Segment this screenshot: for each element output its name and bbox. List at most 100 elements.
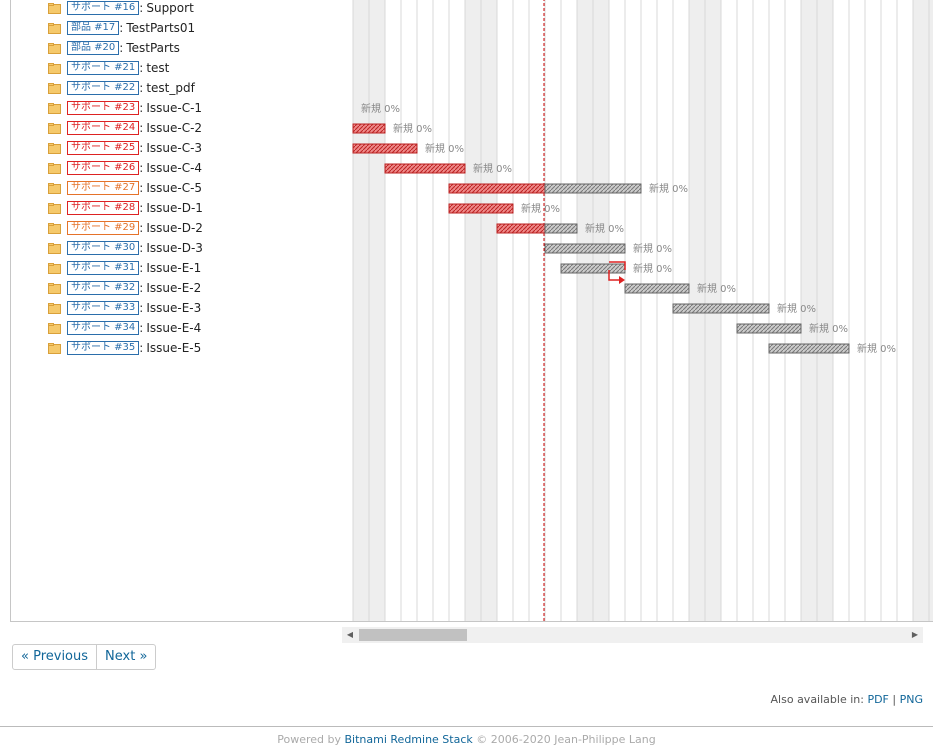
subject-separator: :: [139, 161, 144, 175]
bar-status-label: 新規 0%: [633, 262, 672, 275]
bar-status-label: 新規 0%: [697, 282, 736, 295]
issue-subject[interactable]: Issue-C-2: [146, 121, 203, 135]
tracker-badge[interactable]: サポート #22: [67, 81, 140, 95]
gantt-bar[interactable]: [544, 183, 642, 194]
issue-row[interactable]: サポート #23:Issue-C-1: [48, 98, 202, 118]
tracker-badge[interactable]: 部品 #20: [67, 41, 120, 55]
gantt-bar[interactable]: [560, 263, 626, 274]
tracker-badge[interactable]: サポート #33: [67, 301, 140, 315]
bar-status-label: 新規 0%: [393, 122, 432, 135]
folder-icon: [48, 122, 61, 134]
tracker-badge[interactable]: 部品 #17: [67, 21, 120, 35]
issue-row[interactable]: 部品 #17:TestParts01: [48, 18, 195, 38]
horizontal-scrollbar[interactable]: ◀ ▶: [342, 627, 923, 643]
issue-row[interactable]: サポート #34:Issue-E-4: [48, 318, 201, 338]
subject-separator: :: [139, 321, 144, 335]
issue-subject[interactable]: Issue-D-3: [146, 241, 203, 255]
issue-row[interactable]: サポート #29:Issue-D-2: [48, 218, 203, 238]
gantt-bar[interactable]: [544, 243, 626, 254]
tracker-badge[interactable]: サポート #23: [67, 101, 140, 115]
issue-row[interactable]: サポート #28:Issue-D-1: [48, 198, 203, 218]
scrollbar-thumb[interactable]: [359, 629, 467, 641]
issue-subject[interactable]: test_pdf: [146, 81, 195, 95]
gantt-bar-late[interactable]: [448, 203, 514, 214]
issue-subject[interactable]: Issue-D-2: [146, 221, 203, 235]
gantt-bar[interactable]: [672, 303, 770, 314]
folder-icon: [48, 22, 61, 34]
bar-status-label: 新規 0%: [473, 162, 512, 175]
issue-subject[interactable]: TestParts01: [126, 21, 196, 35]
formats-label: Also available in:: [770, 693, 864, 706]
day-column: [432, 0, 450, 621]
gantt-bar-late[interactable]: [496, 223, 546, 234]
next-button[interactable]: Next »: [96, 645, 155, 669]
issue-row[interactable]: サポート #35:Issue-E-5: [48, 338, 201, 358]
scroll-right-icon[interactable]: ▶: [911, 630, 919, 639]
tracker-badge[interactable]: サポート #30: [67, 241, 140, 255]
day-column: [384, 0, 402, 621]
tracker-badge[interactable]: サポート #27: [67, 181, 140, 195]
issue-row[interactable]: サポート #30:Issue-D-3: [48, 238, 203, 258]
gantt-bar[interactable]: [768, 343, 850, 354]
tracker-badge[interactable]: サポート #35: [67, 341, 140, 355]
issue-row[interactable]: サポート #26:Issue-C-4: [48, 158, 202, 178]
issue-row[interactable]: サポート #32:Issue-E-2: [48, 278, 201, 298]
tracker-badge[interactable]: サポート #31: [67, 261, 140, 275]
issue-row[interactable]: サポート #22:test_pdf: [48, 78, 195, 98]
issue-subject[interactable]: Issue-C-5: [146, 181, 203, 195]
issue-subject[interactable]: Issue-E-4: [146, 321, 202, 335]
issue-row[interactable]: サポート #24:Issue-C-2: [48, 118, 202, 138]
issue-row[interactable]: サポート #16:Support: [48, 0, 194, 18]
subject-separator: :: [139, 141, 144, 155]
gantt-bar-late[interactable]: [352, 123, 386, 134]
previous-button[interactable]: « Previous: [21, 649, 89, 664]
tracker-badge[interactable]: サポート #24: [67, 121, 140, 135]
day-column: [528, 0, 546, 621]
issue-subject[interactable]: Issue-E-5: [146, 341, 202, 355]
issue-subject[interactable]: Support: [146, 1, 194, 15]
tracker-badge[interactable]: サポート #26: [67, 161, 140, 175]
tracker-badge[interactable]: サポート #34: [67, 321, 140, 335]
tracker-badge[interactable]: サポート #28: [67, 201, 140, 215]
issue-subject[interactable]: Issue-C-1: [146, 101, 203, 115]
issue-row[interactable]: 部品 #20:TestParts: [48, 38, 180, 58]
tracker-badge[interactable]: サポート #32: [67, 281, 140, 295]
bar-status-label: 新規 0%: [425, 142, 464, 155]
gantt-bar-late[interactable]: [352, 143, 418, 154]
subject-separator: :: [139, 221, 144, 235]
day-column: [512, 0, 530, 621]
subject-separator: :: [139, 241, 144, 255]
folder-icon: [48, 342, 61, 354]
issue-subject[interactable]: Issue-E-2: [146, 281, 202, 295]
gantt-bar-late[interactable]: [384, 163, 466, 174]
gantt-bar[interactable]: [736, 323, 802, 334]
gantt-bar[interactable]: [544, 223, 578, 234]
tracker-badge[interactable]: サポート #16: [67, 1, 140, 15]
issue-subject[interactable]: Issue-E-3: [146, 301, 202, 315]
issue-row[interactable]: サポート #27:Issue-C-5: [48, 178, 202, 198]
bar-status-label: 新規 0%: [633, 242, 672, 255]
issue-subject[interactable]: test: [146, 61, 170, 75]
png-link[interactable]: PNG: [899, 693, 923, 706]
issue-row[interactable]: サポート #31:Issue-E-1: [48, 258, 201, 278]
issue-subject[interactable]: Issue-D-1: [146, 201, 203, 215]
issue-row[interactable]: サポート #33:Issue-E-3: [48, 298, 201, 318]
tracker-badge[interactable]: サポート #25: [67, 141, 140, 155]
issue-subject[interactable]: TestParts: [126, 41, 180, 55]
gantt-bar-late[interactable]: [448, 183, 546, 194]
scroll-left-icon[interactable]: ◀: [346, 630, 354, 639]
folder-icon: [48, 2, 61, 14]
pagination: « Previous Next »: [12, 644, 157, 670]
issue-subject[interactable]: Issue-E-1: [146, 261, 202, 275]
tracker-badge[interactable]: サポート #29: [67, 221, 140, 235]
issue-row[interactable]: サポート #25:Issue-C-3: [48, 138, 202, 158]
footer-link[interactable]: Bitnami Redmine Stack: [344, 733, 473, 746]
gantt-bar[interactable]: [624, 283, 690, 294]
pdf-link[interactable]: PDF: [867, 693, 889, 706]
issue-subject[interactable]: Issue-C-4: [146, 161, 203, 175]
folder-icon: [48, 182, 61, 194]
tracker-badge[interactable]: サポート #21: [67, 61, 140, 75]
issue-row[interactable]: サポート #21:test: [48, 58, 169, 78]
issue-subject[interactable]: Issue-C-3: [146, 141, 203, 155]
day-column: [640, 0, 658, 621]
